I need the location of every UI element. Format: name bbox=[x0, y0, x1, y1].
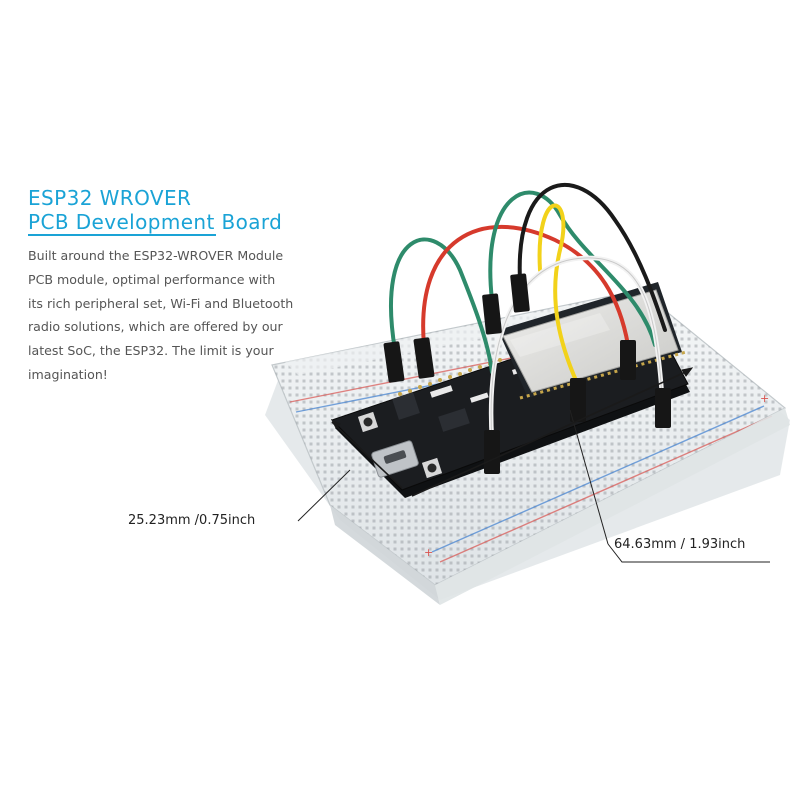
boot-button bbox=[421, 457, 443, 479]
description-line: Built around the ESP32-WROVER Module bbox=[28, 248, 284, 263]
description-line: latest SoC, the ESP32. The limit is your bbox=[28, 343, 274, 359]
dimension-arrows bbox=[330, 367, 694, 497]
reset-button bbox=[357, 411, 379, 433]
svg-text:+: + bbox=[424, 546, 433, 559]
description-line: PCB module, optimal performance with bbox=[28, 271, 276, 287]
length-dimension-label: 64.63mm / 1.93inch bbox=[614, 537, 746, 552]
esp32-pcb bbox=[331, 282, 690, 498]
dimension-lines bbox=[297, 409, 770, 563]
width-dimension-label: 25.23mm /0.75inch bbox=[128, 513, 256, 528]
svg-text:+: + bbox=[760, 392, 769, 405]
product-description: Built around the ESP32-WROVER Module PCB… bbox=[28, 244, 368, 387]
usb-connector bbox=[371, 440, 419, 478]
description-line: radio solutions, which are offered by ou… bbox=[28, 319, 283, 335]
product-title-line2: PCB Development Board bbox=[28, 210, 283, 234]
jumper-wires bbox=[383, 182, 671, 474]
description-line: its rich peripheral set, Wi-Fi and Bluet… bbox=[28, 295, 294, 311]
product-title-line1: ESP32 WROVER bbox=[28, 186, 192, 210]
title-underline bbox=[28, 234, 216, 236]
description-line: imagination! bbox=[28, 366, 108, 382]
